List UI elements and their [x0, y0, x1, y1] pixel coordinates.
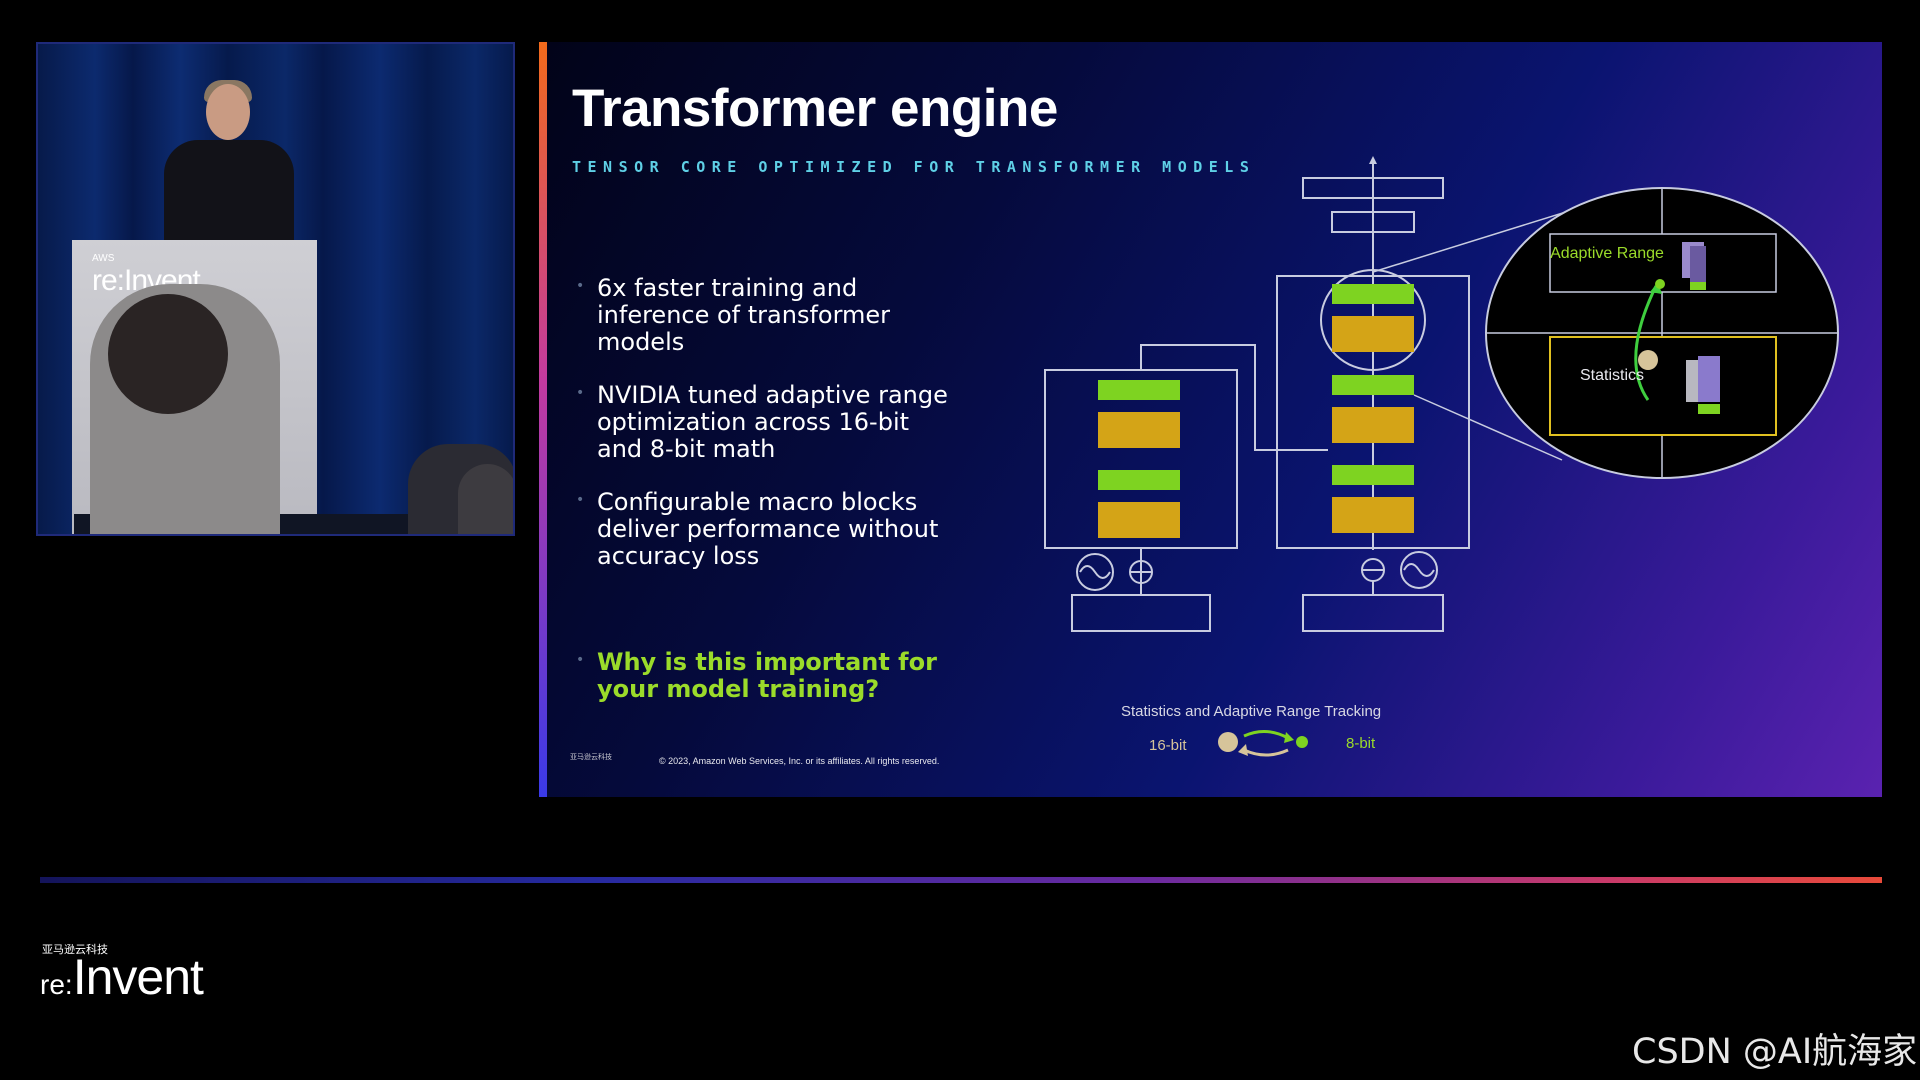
slide-accent-edge — [539, 42, 547, 797]
audience-member-head — [108, 294, 228, 414]
statistics-label: Statistics — [1580, 367, 1645, 384]
gold-layer — [1332, 497, 1414, 533]
speaker-body — [164, 140, 294, 244]
slide-title: Transformer engine — [572, 79, 1058, 138]
encoder-block — [1044, 344, 1328, 632]
bullet-text: Why is this important for your model tra… — [597, 648, 937, 703]
sine-icon — [1400, 551, 1438, 589]
output-box — [1331, 211, 1415, 233]
sine-icon — [1076, 553, 1114, 591]
logo-re: re: — [40, 969, 73, 1000]
speaker-video: AWS re:Invent — [36, 42, 515, 536]
green-layer — [1098, 470, 1180, 490]
gold-layer — [1332, 407, 1414, 443]
input-box — [1071, 594, 1211, 632]
speaker-head — [206, 84, 250, 140]
statistics-box — [1549, 336, 1777, 436]
8bit-dot — [1296, 736, 1308, 748]
adaptive-range-label: Adaptive Range — [1550, 245, 1664, 262]
label-8bit: 8-bit — [1346, 735, 1376, 752]
diagram-caption: Statistics and Adaptive Range Tracking — [1121, 703, 1382, 720]
decoder-block — [1276, 156, 1470, 632]
podium-logo-aws: AWS — [92, 253, 115, 264]
logo-invent: Invent — [72, 949, 204, 1005]
audience-member — [458, 464, 513, 534]
slide-footer-logo: 亚马逊云科技 — [570, 753, 612, 761]
transformer-diagram — [1044, 156, 1839, 757]
input-box — [1302, 594, 1444, 632]
bullet-text: 6x faster training and inference of tran… — [597, 274, 891, 356]
gradient-divider — [40, 877, 1882, 883]
bullet-marker: • — [576, 652, 585, 668]
slide-subtitle: TENSOR CORE OPTIMIZED FOR TRANSFORMER MO… — [572, 158, 1256, 176]
bullet-marker: • — [576, 278, 585, 294]
brand-subtitle: 亚马逊云科技 — [42, 943, 108, 956]
gold-layer — [1332, 316, 1414, 352]
gold-layer — [1098, 412, 1180, 448]
slide-copyright: © 2023, Amazon Web Services, Inc. or its… — [659, 756, 940, 766]
bullet-text: Configurable macro blocks deliver perfor… — [597, 488, 939, 570]
precision-legend — [1218, 730, 1308, 757]
arrow-icon — [1243, 748, 1289, 757]
gold-layer — [1098, 502, 1180, 538]
reinvent-logo: re:Invent — [40, 948, 204, 1006]
16bit-dot — [1218, 732, 1238, 752]
zoom-detail — [1485, 187, 1839, 479]
bullet-text: NVIDIA tuned adaptive range optimization… — [597, 381, 948, 463]
arrow-icon — [1243, 730, 1289, 740]
green-layer — [1332, 284, 1414, 304]
zoom-highlight — [1320, 269, 1426, 371]
green-layer — [1332, 465, 1414, 485]
bullet-marker: • — [576, 385, 585, 401]
label-16bit: 16-bit — [1149, 737, 1187, 754]
watermark: CSDN @AI航海家 — [1632, 1032, 1918, 1072]
bullet-marker: • — [576, 492, 585, 508]
green-layer — [1098, 380, 1180, 400]
green-layer — [1332, 375, 1414, 395]
output-box — [1302, 177, 1444, 199]
